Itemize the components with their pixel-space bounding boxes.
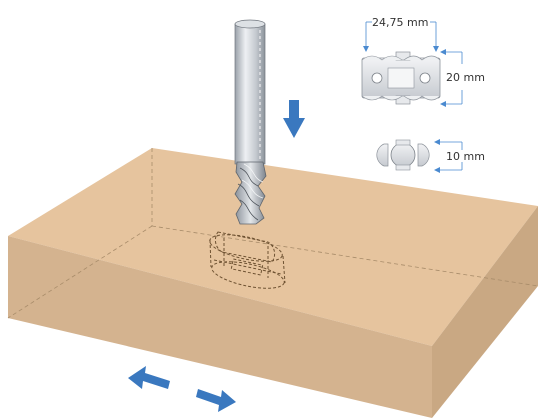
wood-block-front <box>8 236 432 418</box>
width-dimension-label: 24,75 mm <box>372 16 428 29</box>
pocket-outline <box>209 231 286 289</box>
part-top-view <box>361 51 441 105</box>
arrow-down-icon <box>283 100 305 138</box>
end-mill-flutes <box>234 161 267 225</box>
wood-block <box>7 148 539 418</box>
wood-block-top <box>8 148 538 346</box>
depth-dimension-label: 10 mm <box>446 150 485 163</box>
end-mill <box>234 19 267 225</box>
end-mill-top <box>234 19 266 29</box>
height-dimension <box>440 49 463 107</box>
width-dimension <box>363 21 439 52</box>
depth-dimension <box>434 139 463 173</box>
part-side-view <box>376 139 430 171</box>
double-arrow-icon <box>128 366 236 412</box>
height-dimension-label: 20 mm <box>446 71 485 84</box>
wood-block-side <box>432 206 538 418</box>
